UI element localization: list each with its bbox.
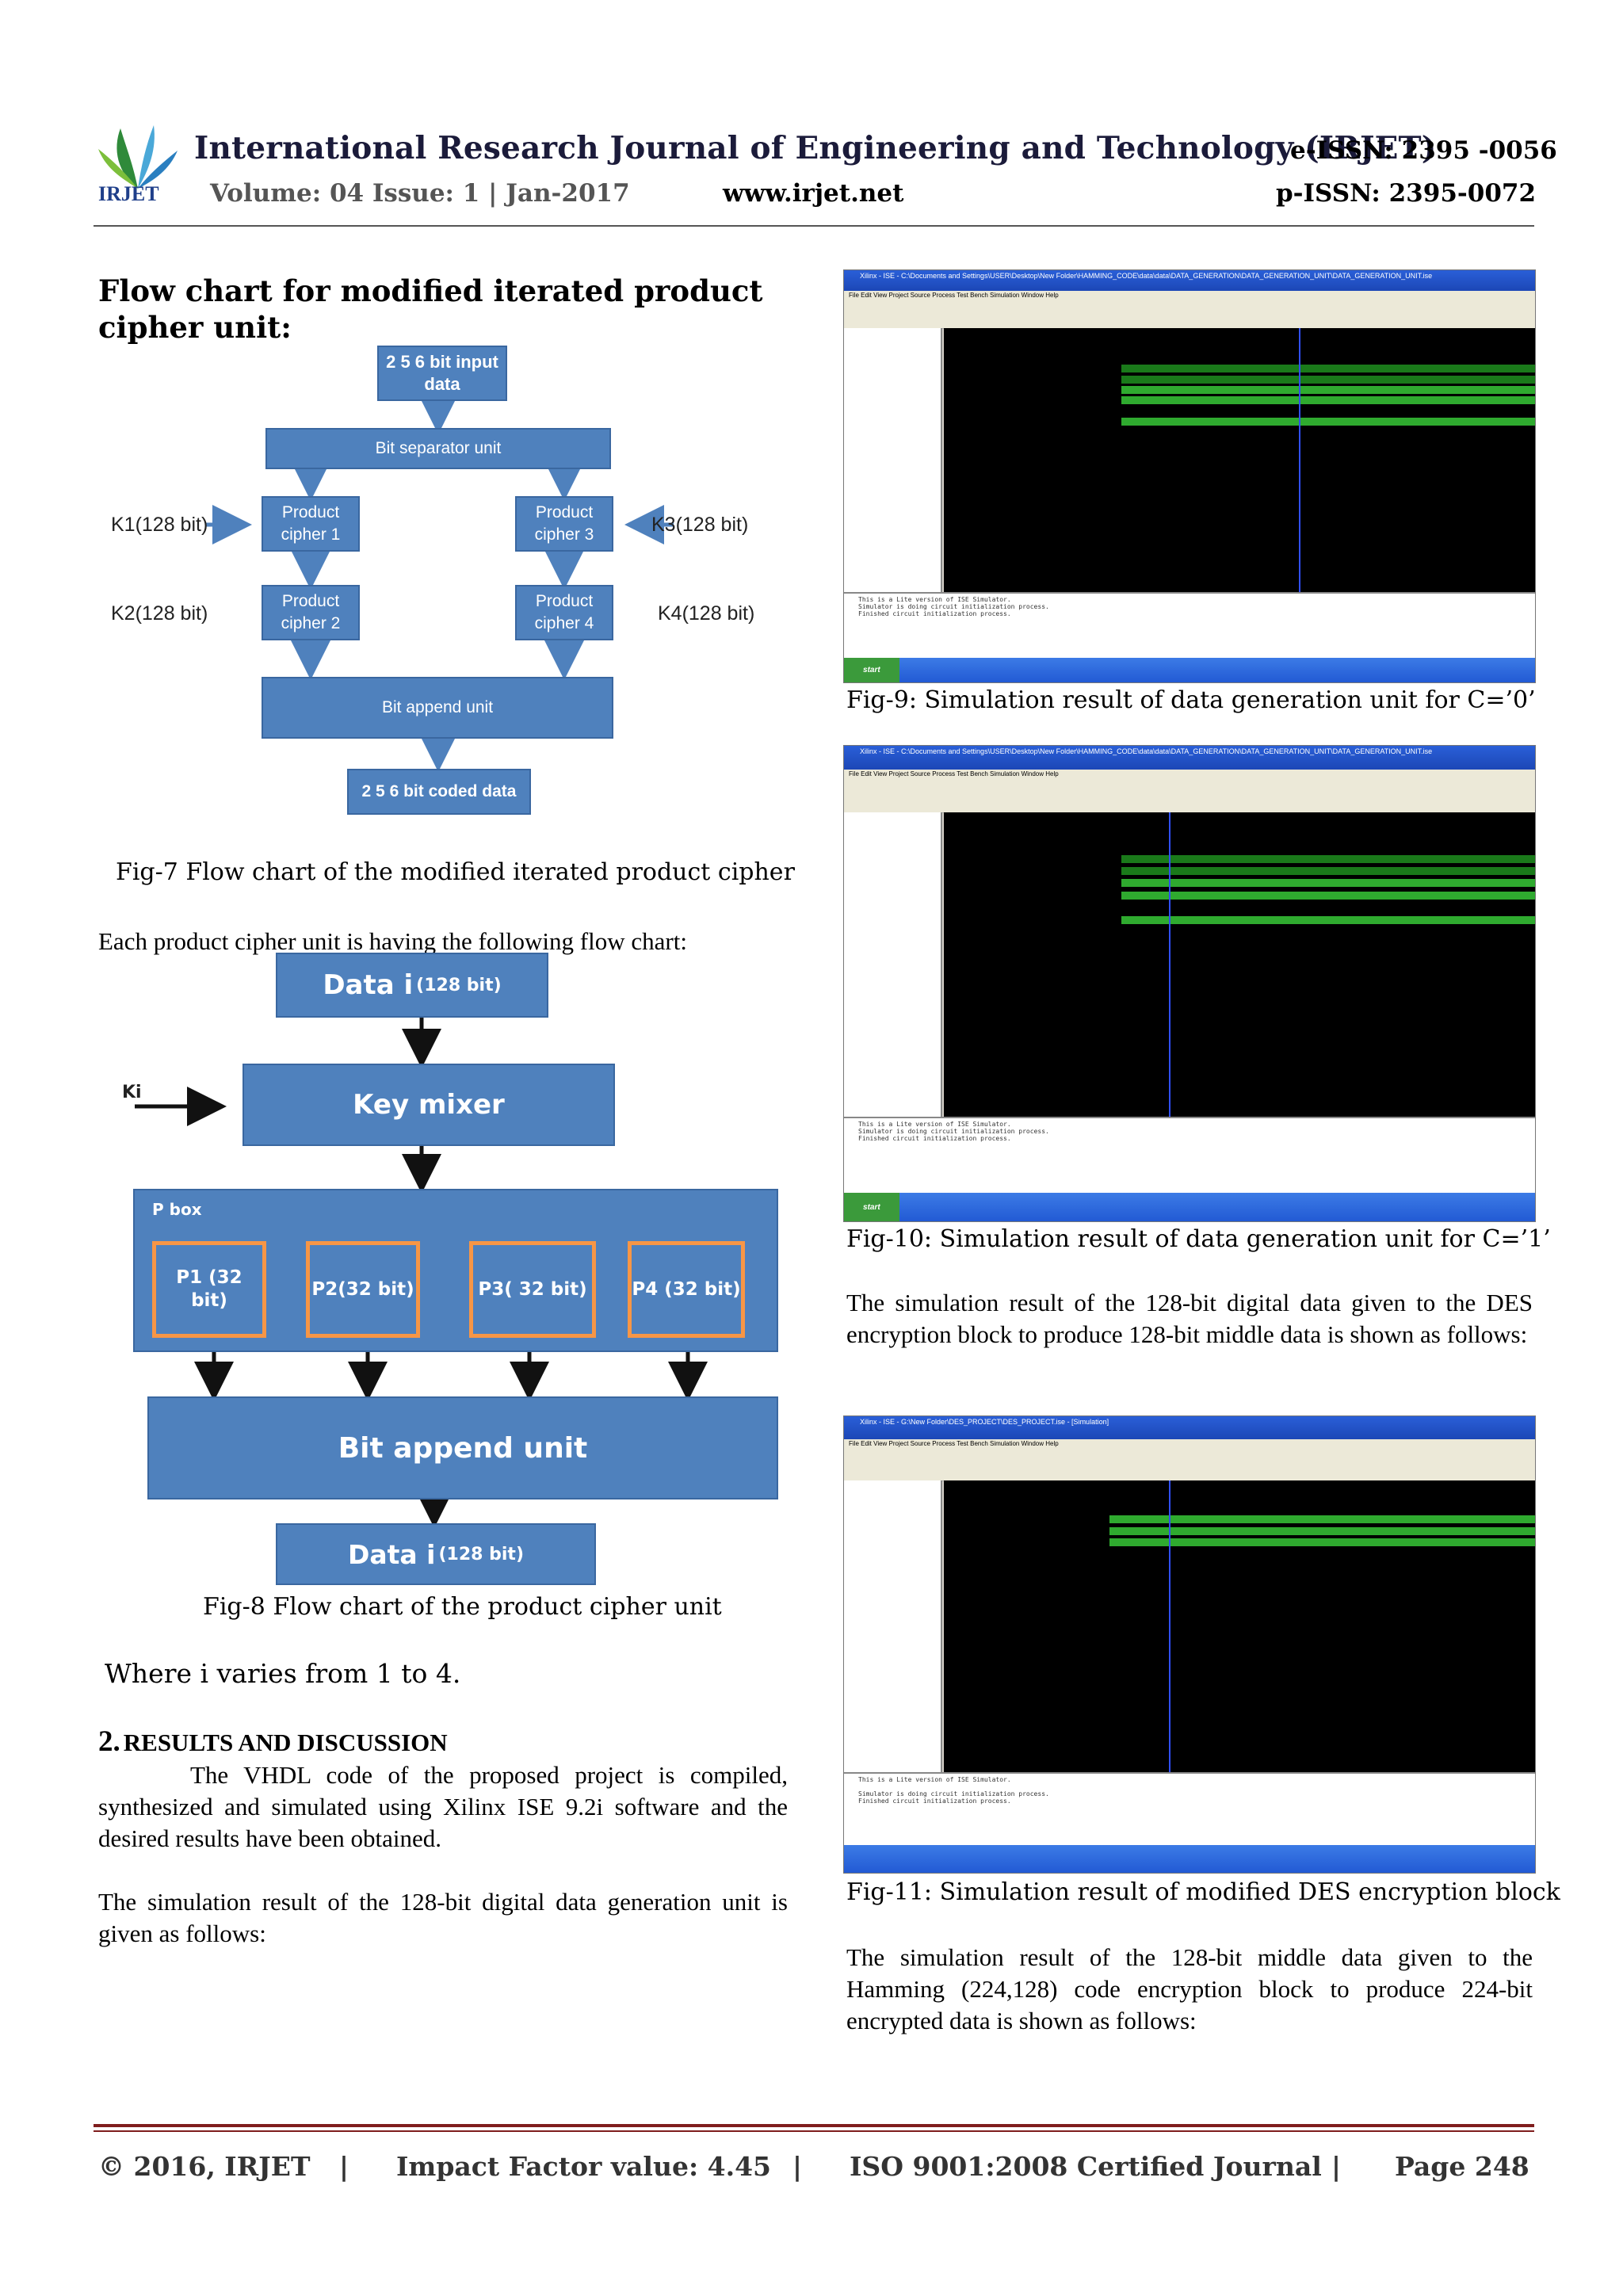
taskbar [844,657,1535,682]
fc1-product-cipher-4: Product cipher 4 [515,585,613,640]
section-heading: 2. RESULTS AND DISCUSSION [98,1725,448,1758]
pissn: p-ISSN: 2395-0072 [1276,179,1537,208]
hamming-paragraph: The simulation result of the 128-bit mid… [846,1943,1533,2034]
fig9-caption: Fig-9: Simulation result of data generat… [846,686,1536,714]
results-paragraph-2: The simulation result of the 128-bit dig… [98,1888,788,1947]
fc2-ki-label: Ki [122,1083,142,1102]
sources-pane [844,812,943,1117]
flowchart-modified-iterated: 2 5 6 bit input data Bit separator unit … [103,341,800,832]
simulation-screenshot-2: Xilinx - ISE - C:\Documents and Settings… [843,745,1536,1222]
fc1-product-cipher-3: Product cipher 3 [515,496,613,552]
where-text: Where i varies from 1 to 4. [105,1658,461,1689]
window-title: Xilinx - ISE - G:\New Folder\DES_PROJECT… [844,1416,1535,1439]
footer-rule [94,2124,1534,2127]
fc1-input-box: 2 5 6 bit input data [377,346,507,401]
website-link[interactable]: www.irjet.net [723,179,904,208]
footer-copyright: © 2016, IRJET [98,2151,311,2182]
fc2-p1-box: P1 (32 bit) [152,1241,266,1338]
results-paragraph-1: The VHDL code of the proposed project is… [98,1761,788,1852]
fc2-output-box: Data i(128 bit) [276,1523,596,1585]
irjet-logo [94,117,182,206]
fig11-caption: Fig-11: Simulation result of modified DE… [846,1878,1560,1906]
fc2-p2-box: P2(32 bit) [306,1241,420,1338]
fc2-intro: Each product cipher unit is having the f… [98,927,687,955]
start-button[interactable]: start [844,657,899,682]
menu-bar: File Edit View Project Source Process Te… [844,770,1535,784]
fc1-k3-label: K3(128 bit) [651,514,749,536]
toolbar [844,1453,1535,1481]
console-output: This is a Lite version of ISE Simulator.… [844,1117,1535,1193]
fig10-caption: Fig-10: Simulation result of data genera… [846,1225,1551,1253]
sources-pane [844,1480,943,1773]
waveform-view [944,1480,1535,1773]
footer-separator: | [792,2151,803,2182]
footer-impact: Impact Factor value: 4.45 [396,2151,771,2182]
fc1-append-box: Bit append unit [262,677,613,739]
console-output: This is a Lite version of ISE Simulator.… [844,1772,1535,1846]
fc2-input-box: Data i(128 bit) [276,953,548,1018]
fc1-output-box: 2 5 6 bit coded data [347,769,531,815]
eissn: e-ISSN: 2395 -0056 [1290,136,1557,165]
des-paragraph: The simulation result of the 128-bit dig… [846,1289,1533,1348]
fc2-append-box: Bit append unit [147,1396,778,1499]
fc2-p3-box: P3( 32 bit) [469,1241,596,1338]
fc2-key-mixer-box: Key mixer [242,1064,615,1146]
journal-title: International Research Journal of Engine… [194,130,1437,166]
window-title: Xilinx - ISE - C:\Documents and Settings… [844,270,1535,291]
footer-separator: | [339,2151,349,2182]
waveform-view [944,327,1535,592]
header-rule [94,225,1534,227]
footer-iso: ISO 9001:2008 Certified Journal [850,2151,1322,2182]
sources-pane [844,327,943,592]
start-button[interactable]: start [844,1193,899,1221]
fc1-separator-box: Bit separator unit [265,428,611,469]
toolbar [844,784,1535,813]
taskbar [844,1193,1535,1221]
console-output: This is a Lite version of ISE Simulator.… [844,591,1535,658]
menu-bar: File Edit View Project Source Process Te… [844,291,1535,304]
fc2-p4-box: P4 (32 bit) [628,1241,745,1338]
taskbar [844,1845,1535,1873]
simulation-screenshot-1: Xilinx - ISE - C:\Documents and Settings… [843,269,1536,683]
fc1-k1-label: K1(128 bit) [111,514,208,536]
window-title: Xilinx - ISE - C:\Documents and Settings… [844,746,1535,770]
fig8-caption: Fig-8 Flow chart of the product cipher u… [203,1593,722,1621]
volume-issue: Volume: 04 Issue: 1 | Jan-2017 [210,179,630,208]
fc1-product-cipher-1: Product cipher 1 [262,496,360,552]
footer-rule-2 [94,2130,1534,2132]
logo-wordmark: IRJET [98,182,159,205]
menu-bar: File Edit View Project Source Process Te… [844,1438,1535,1454]
toolbar [844,303,1535,329]
flowchart-heading: Flow chart for modified iterated product… [98,273,763,345]
flowchart-product-cipher: Data i(128 bit) Ki Key mixer P box P1 (3… [103,951,800,1593]
footer-separator: | [1331,2151,1342,2182]
footer-page: Page 248 [1395,2151,1529,2182]
simulation-screenshot-3: Xilinx - ISE - G:\New Folder\DES_PROJECT… [843,1415,1536,1874]
fc1-product-cipher-2: Product cipher 2 [262,585,360,640]
waveform-view [944,812,1535,1117]
fc1-k4-label: K4(128 bit) [658,602,755,625]
fig7-caption: Fig-7 Flow chart of the modified iterate… [116,858,795,886]
fc1-k2-label: K2(128 bit) [111,602,208,625]
